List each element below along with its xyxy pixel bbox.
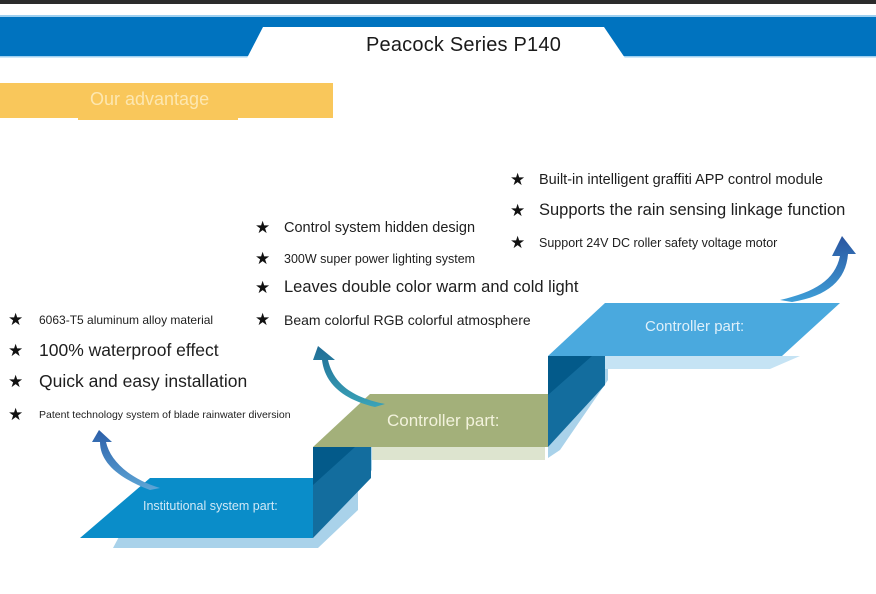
feature-text: Supports the rain sensing linkage functi…	[539, 201, 846, 219]
header-title-tab	[247, 27, 625, 58]
stage3-shadow	[605, 356, 800, 369]
section-label-notch	[78, 116, 238, 120]
star-icon: ★	[8, 372, 24, 391]
feature-item: ★ Leaves double color warm and cold ligh…	[255, 278, 578, 297]
stage3-platform	[548, 303, 840, 356]
section-label-box	[0, 83, 333, 118]
star-icon: ★	[8, 310, 24, 329]
feature-text: 100% waterproof effect	[39, 340, 219, 360]
stage-label-controller-1: Controller part:	[387, 411, 500, 430]
feature-text: Built-in intelligent graffiti APP contro…	[539, 171, 823, 188]
top-dark-bar	[0, 0, 876, 4]
stage1-platform	[80, 478, 313, 538]
feature-item: ★ Built-in intelligent graffiti APP cont…	[510, 171, 823, 188]
stage2-platform	[313, 394, 548, 447]
star-icon: ★	[8, 341, 24, 360]
feature-item: ★ Supports the rain sensing linkage func…	[510, 201, 845, 220]
feature-item: ★ 6063-T5 aluminum alloy material	[8, 311, 213, 328]
star-icon: ★	[255, 310, 271, 329]
feature-text: Control system hidden design	[284, 219, 476, 236]
stage-label-controller-2: Controller part:	[645, 318, 745, 335]
feature-text: 6063-T5 aluminum alloy material	[39, 312, 214, 327]
feature-item: ★ Beam colorful RGB colorful atmosphere	[255, 311, 531, 328]
star-icon: ★	[8, 405, 24, 424]
arrow-stage1	[92, 430, 160, 490]
feature-text: Quick and easy installation	[39, 371, 248, 391]
star-icon: ★	[255, 218, 271, 237]
header-band-line	[0, 15, 876, 17]
star-icon: ★	[510, 201, 526, 220]
feature-item: ★ 300W super power lighting system	[255, 250, 475, 267]
section-label: Our advantage	[90, 89, 210, 109]
feature-text: Support 24V DC roller safety voltage mot…	[539, 235, 778, 250]
star-icon: ★	[510, 170, 526, 189]
arrow-stage2	[313, 346, 385, 407]
feature-item: ★ Patent technology system of blade rain…	[8, 406, 291, 423]
stage-label-institutional: Institutional system part:	[143, 499, 278, 513]
arrow-stage3	[780, 236, 856, 302]
stage1-riser-dark	[313, 447, 355, 485]
star-icon: ★	[255, 278, 271, 297]
star-icon: ★	[255, 249, 271, 268]
feature-text: Leaves double color warm and cold light	[284, 278, 579, 296]
star-icon: ★	[510, 233, 526, 252]
feature-text: 300W super power lighting system	[284, 251, 476, 266]
stage2-shadow	[372, 447, 545, 460]
feature-item: ★ Control system hidden design	[255, 219, 475, 236]
feature-item: ★ Quick and easy installation	[8, 371, 247, 392]
feature-text: Patent technology system of blade rainwa…	[39, 408, 291, 421]
stage2-riser-dark	[548, 356, 592, 395]
page-title: Peacock Series P140	[366, 34, 562, 56]
feature-item: ★ Support 24V DC roller safety voltage m…	[510, 234, 777, 251]
feature-text: Beam colorful RGB colorful atmosphere	[284, 311, 531, 328]
feature-item: ★ 100% waterproof effect	[8, 340, 219, 361]
